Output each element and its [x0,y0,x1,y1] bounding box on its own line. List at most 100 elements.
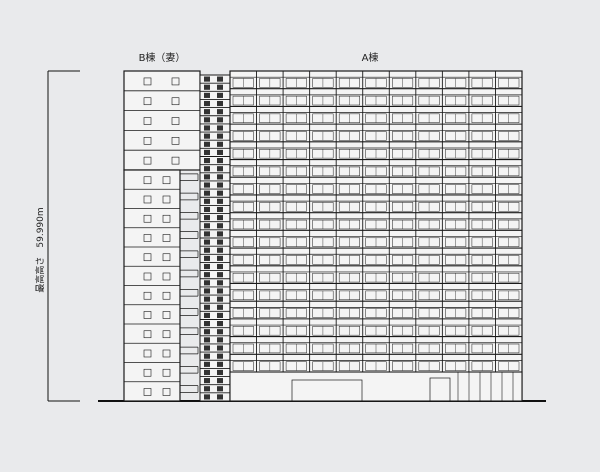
b-lower-window [143,234,152,242]
stair-opening [204,378,210,384]
stair-opening [217,321,223,327]
stair-opening [217,215,223,221]
b-lower-window [143,349,152,358]
ground-floor [229,371,523,402]
stair-opening [204,215,210,221]
stair-opening [217,141,223,147]
b-upper-window [171,137,180,145]
stair-opening [204,337,210,343]
stair-opening [217,288,223,294]
stair-opening [204,386,210,392]
stair-opening [204,133,210,139]
stair-opening [204,231,210,237]
building-b-upper [123,70,201,171]
a-building-label: A棟 [362,51,379,64]
entrance-frame [291,379,363,402]
b-upper-window [143,156,152,165]
stair-opening [204,92,210,98]
stair-opening [204,182,210,188]
stair-opening [217,369,223,376]
b-lower-window [143,253,152,262]
stair-opening [204,353,210,359]
b-lower-window [162,388,171,396]
stair-opening [204,312,210,318]
stair-opening [204,329,210,335]
stair-opening [204,109,210,115]
b-lower-window [162,176,171,185]
b-lower-window [162,234,171,242]
stair-opening [204,149,210,155]
stair-opening [204,76,210,82]
stair-opening [217,272,223,278]
stair-opening [217,394,223,400]
stair-opening [204,369,210,376]
stair-opening [217,255,223,261]
stair-opening [204,239,210,245]
stair-opening [217,296,223,302]
b-upper-window [143,97,152,106]
b-lower-window [162,214,171,223]
stair-opening [217,125,223,131]
stair-opening [204,304,210,310]
stair-opening [204,361,210,367]
b-lower-window [162,291,171,300]
stair-opening [204,158,210,164]
b-lower-window [162,368,171,377]
b-upper-window [171,117,180,125]
stair-opening [204,296,210,302]
b-upper-window [171,97,180,106]
stair-opening [217,149,223,155]
stair-opening [217,263,223,270]
stair-opening [217,174,223,180]
stair-opening [217,280,223,286]
stair-opening [204,288,210,294]
stair-opening [217,247,223,253]
stair-opening [217,133,223,139]
stair-opening [217,329,223,335]
b-lower-window [143,388,152,396]
b-upper-window [143,117,152,125]
stair-opening [204,117,210,123]
stair-opening [217,100,223,107]
b-lower-window [162,311,171,319]
stair-opening [204,321,210,327]
stair-opening [204,280,210,286]
stair-opening [217,312,223,318]
b-lower-window [143,368,152,377]
b-lower-window [143,330,152,339]
b-upper-outline [123,70,201,171]
stair-opening [217,182,223,188]
b-lower-window [162,272,171,281]
stair-opening [217,378,223,384]
b-upper-window [143,137,152,145]
stair-opening [217,198,223,204]
stair-opening [217,76,223,82]
stair-opening [204,198,210,204]
stair-opening [217,190,223,196]
stair-opening [204,345,210,351]
stair-opening [217,386,223,392]
stair-opening [217,158,223,164]
stair-opening [217,337,223,343]
stair-opening [204,174,210,180]
stair-opening [204,272,210,278]
b-lower-window [143,291,152,300]
b-lower-window [162,253,171,262]
building-b-lower [123,169,199,402]
stair-opening [217,231,223,237]
stair-opening [217,239,223,245]
b-upper-window [171,156,180,165]
b-lower-window [162,349,171,358]
b-lower-window [143,195,152,204]
stair-opening [217,345,223,351]
stair-opening [204,100,210,107]
b-lower-window [143,272,152,281]
building-a-facade [229,70,523,402]
stair-opening [217,92,223,98]
stair-opening [217,166,223,172]
b-lower-window [143,214,152,223]
b-building-label: B棟（妻） [139,51,186,64]
stair-opening [204,255,210,261]
